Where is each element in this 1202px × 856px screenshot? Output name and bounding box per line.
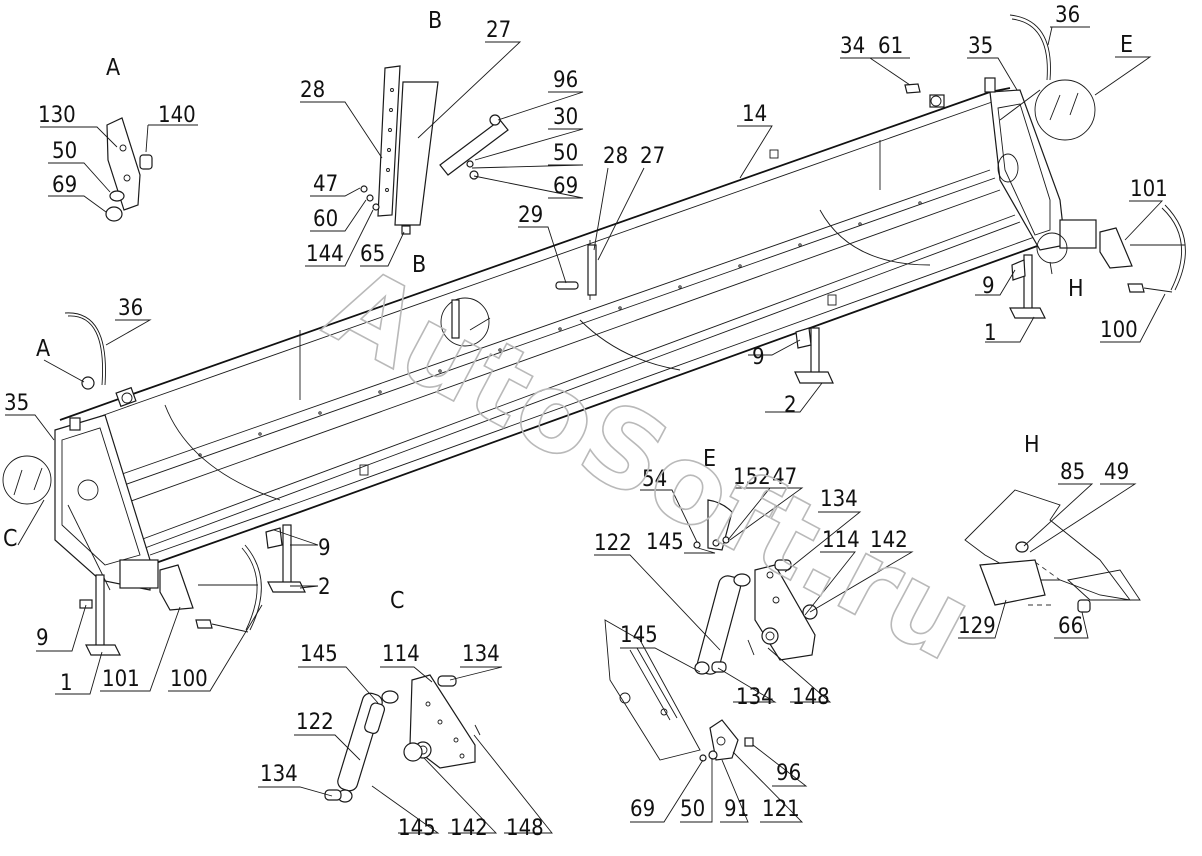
callout-129: 129 xyxy=(958,614,996,639)
callout-66: 66 xyxy=(1058,614,1083,639)
callout-47: 47 xyxy=(313,172,338,197)
callout-134: 134 xyxy=(736,685,774,710)
label-view-b: B xyxy=(428,8,442,34)
callout-60: 60 xyxy=(313,207,338,232)
label-view-h-main: H xyxy=(1068,276,1084,302)
view-e-detail xyxy=(693,499,733,551)
callout-50: 50 xyxy=(680,797,705,822)
callout-134: 134 xyxy=(820,487,858,512)
callout-130: 130 xyxy=(38,103,76,128)
callout-145: 145 xyxy=(398,816,436,841)
callout-114: 114 xyxy=(822,528,860,553)
view-c-cylinder xyxy=(324,674,481,803)
callout-144: 144 xyxy=(306,242,344,267)
callout-101: 101 xyxy=(1130,177,1168,202)
callout-152: 152 xyxy=(733,465,771,490)
callout-9: 9 xyxy=(982,274,995,299)
watermark: AutoSoft.ru xyxy=(308,243,992,686)
callout-35: 35 xyxy=(968,34,993,59)
label-view-h: H xyxy=(1024,432,1040,458)
callout-134: 134 xyxy=(260,762,298,787)
callout-30: 30 xyxy=(553,105,578,130)
callout-14: 14 xyxy=(742,102,767,127)
bracket-30 xyxy=(439,114,509,180)
callout-36: 36 xyxy=(118,296,143,321)
callout-69: 69 xyxy=(630,797,655,822)
view-h-detail xyxy=(964,489,1141,613)
callout-9: 9 xyxy=(318,536,331,561)
callout-142: 142 xyxy=(870,528,908,553)
label-view-c-main: C xyxy=(3,526,17,552)
label-view-a-main: A xyxy=(36,336,50,362)
callout-148: 148 xyxy=(506,816,544,841)
label-view-a: A xyxy=(106,55,120,81)
callout-61: 61 xyxy=(878,34,903,59)
callout-34: 34 xyxy=(840,34,865,59)
callout-1: 1 xyxy=(60,671,73,696)
callout-145: 145 xyxy=(620,623,658,648)
callout-96: 96 xyxy=(553,68,578,93)
trough-frame xyxy=(2,77,1097,591)
callout-9: 9 xyxy=(36,626,49,651)
callout-28: 28 xyxy=(603,144,628,169)
callout-47: 47 xyxy=(772,465,797,490)
callout-148: 148 xyxy=(792,685,830,710)
callout-100: 100 xyxy=(1100,318,1138,343)
callout-36: 36 xyxy=(1055,3,1080,28)
callout-114: 114 xyxy=(382,642,420,667)
callout-labels: A 130 140 50 69 B 28 27 47 60 144 65 96 … xyxy=(3,3,1168,841)
callout-35: 35 xyxy=(4,391,29,416)
callout-27: 27 xyxy=(486,18,511,43)
callout-28: 28 xyxy=(300,78,325,103)
label-view-e: E xyxy=(1120,32,1133,58)
callout-69: 69 xyxy=(553,174,578,199)
spring-36-left xyxy=(64,312,106,386)
leg-right-mid xyxy=(794,327,834,384)
callout-122: 122 xyxy=(296,710,334,735)
callout-27: 27 xyxy=(640,144,665,169)
callout-100: 100 xyxy=(170,667,208,692)
callout-96: 96 xyxy=(776,761,801,786)
callout-9: 9 xyxy=(752,345,765,370)
callout-2: 2 xyxy=(784,393,797,418)
label-view-c: C xyxy=(390,588,404,614)
callout-122: 122 xyxy=(594,531,632,556)
callout-101: 101 xyxy=(102,667,140,692)
view-a-detail xyxy=(105,117,153,222)
label-view-e-main: E xyxy=(703,446,716,472)
callout-2: 2 xyxy=(318,575,331,600)
callout-50: 50 xyxy=(52,139,77,164)
callout-145: 145 xyxy=(646,530,684,555)
callout-69: 69 xyxy=(52,173,77,198)
callout-85: 85 xyxy=(1060,460,1085,485)
label-view-b-main: B xyxy=(412,252,426,278)
leg-right-end xyxy=(1009,254,1046,319)
callout-145: 145 xyxy=(300,642,338,667)
callout-142: 142 xyxy=(450,816,488,841)
callout-29: 29 xyxy=(518,203,543,228)
callout-50: 50 xyxy=(553,141,578,166)
leader-lines xyxy=(5,26,1166,834)
callout-91: 91 xyxy=(724,797,749,822)
divider-101-left xyxy=(159,544,262,633)
callout-1: 1 xyxy=(984,321,997,346)
callout-140: 140 xyxy=(158,103,196,128)
spring-36-right xyxy=(1009,14,1051,81)
view-b-detail xyxy=(360,65,439,235)
callout-49: 49 xyxy=(1104,460,1129,485)
divider-101-right xyxy=(1099,204,1186,293)
callout-121: 121 xyxy=(762,797,800,822)
callout-65: 65 xyxy=(360,242,385,267)
callout-134: 134 xyxy=(462,642,500,667)
leg-left-front xyxy=(79,574,121,656)
callout-54: 54 xyxy=(642,467,667,492)
leg-left-mid xyxy=(265,524,306,593)
